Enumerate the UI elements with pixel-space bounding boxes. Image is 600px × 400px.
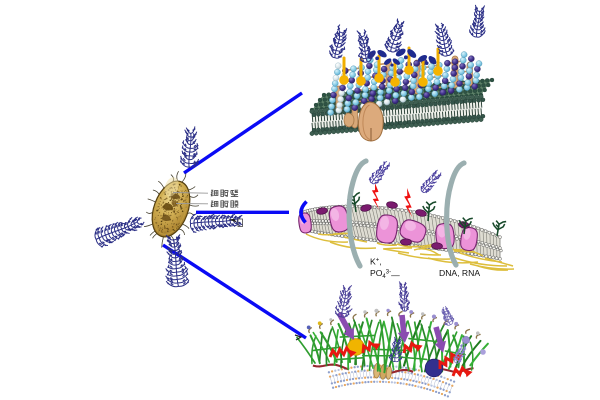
svg-text:K+,: K+, xyxy=(370,257,382,267)
svg-text:PO43-—: PO43-— xyxy=(370,268,400,280)
svg-text:DNA, RNA: DNA, RNA xyxy=(439,268,480,278)
